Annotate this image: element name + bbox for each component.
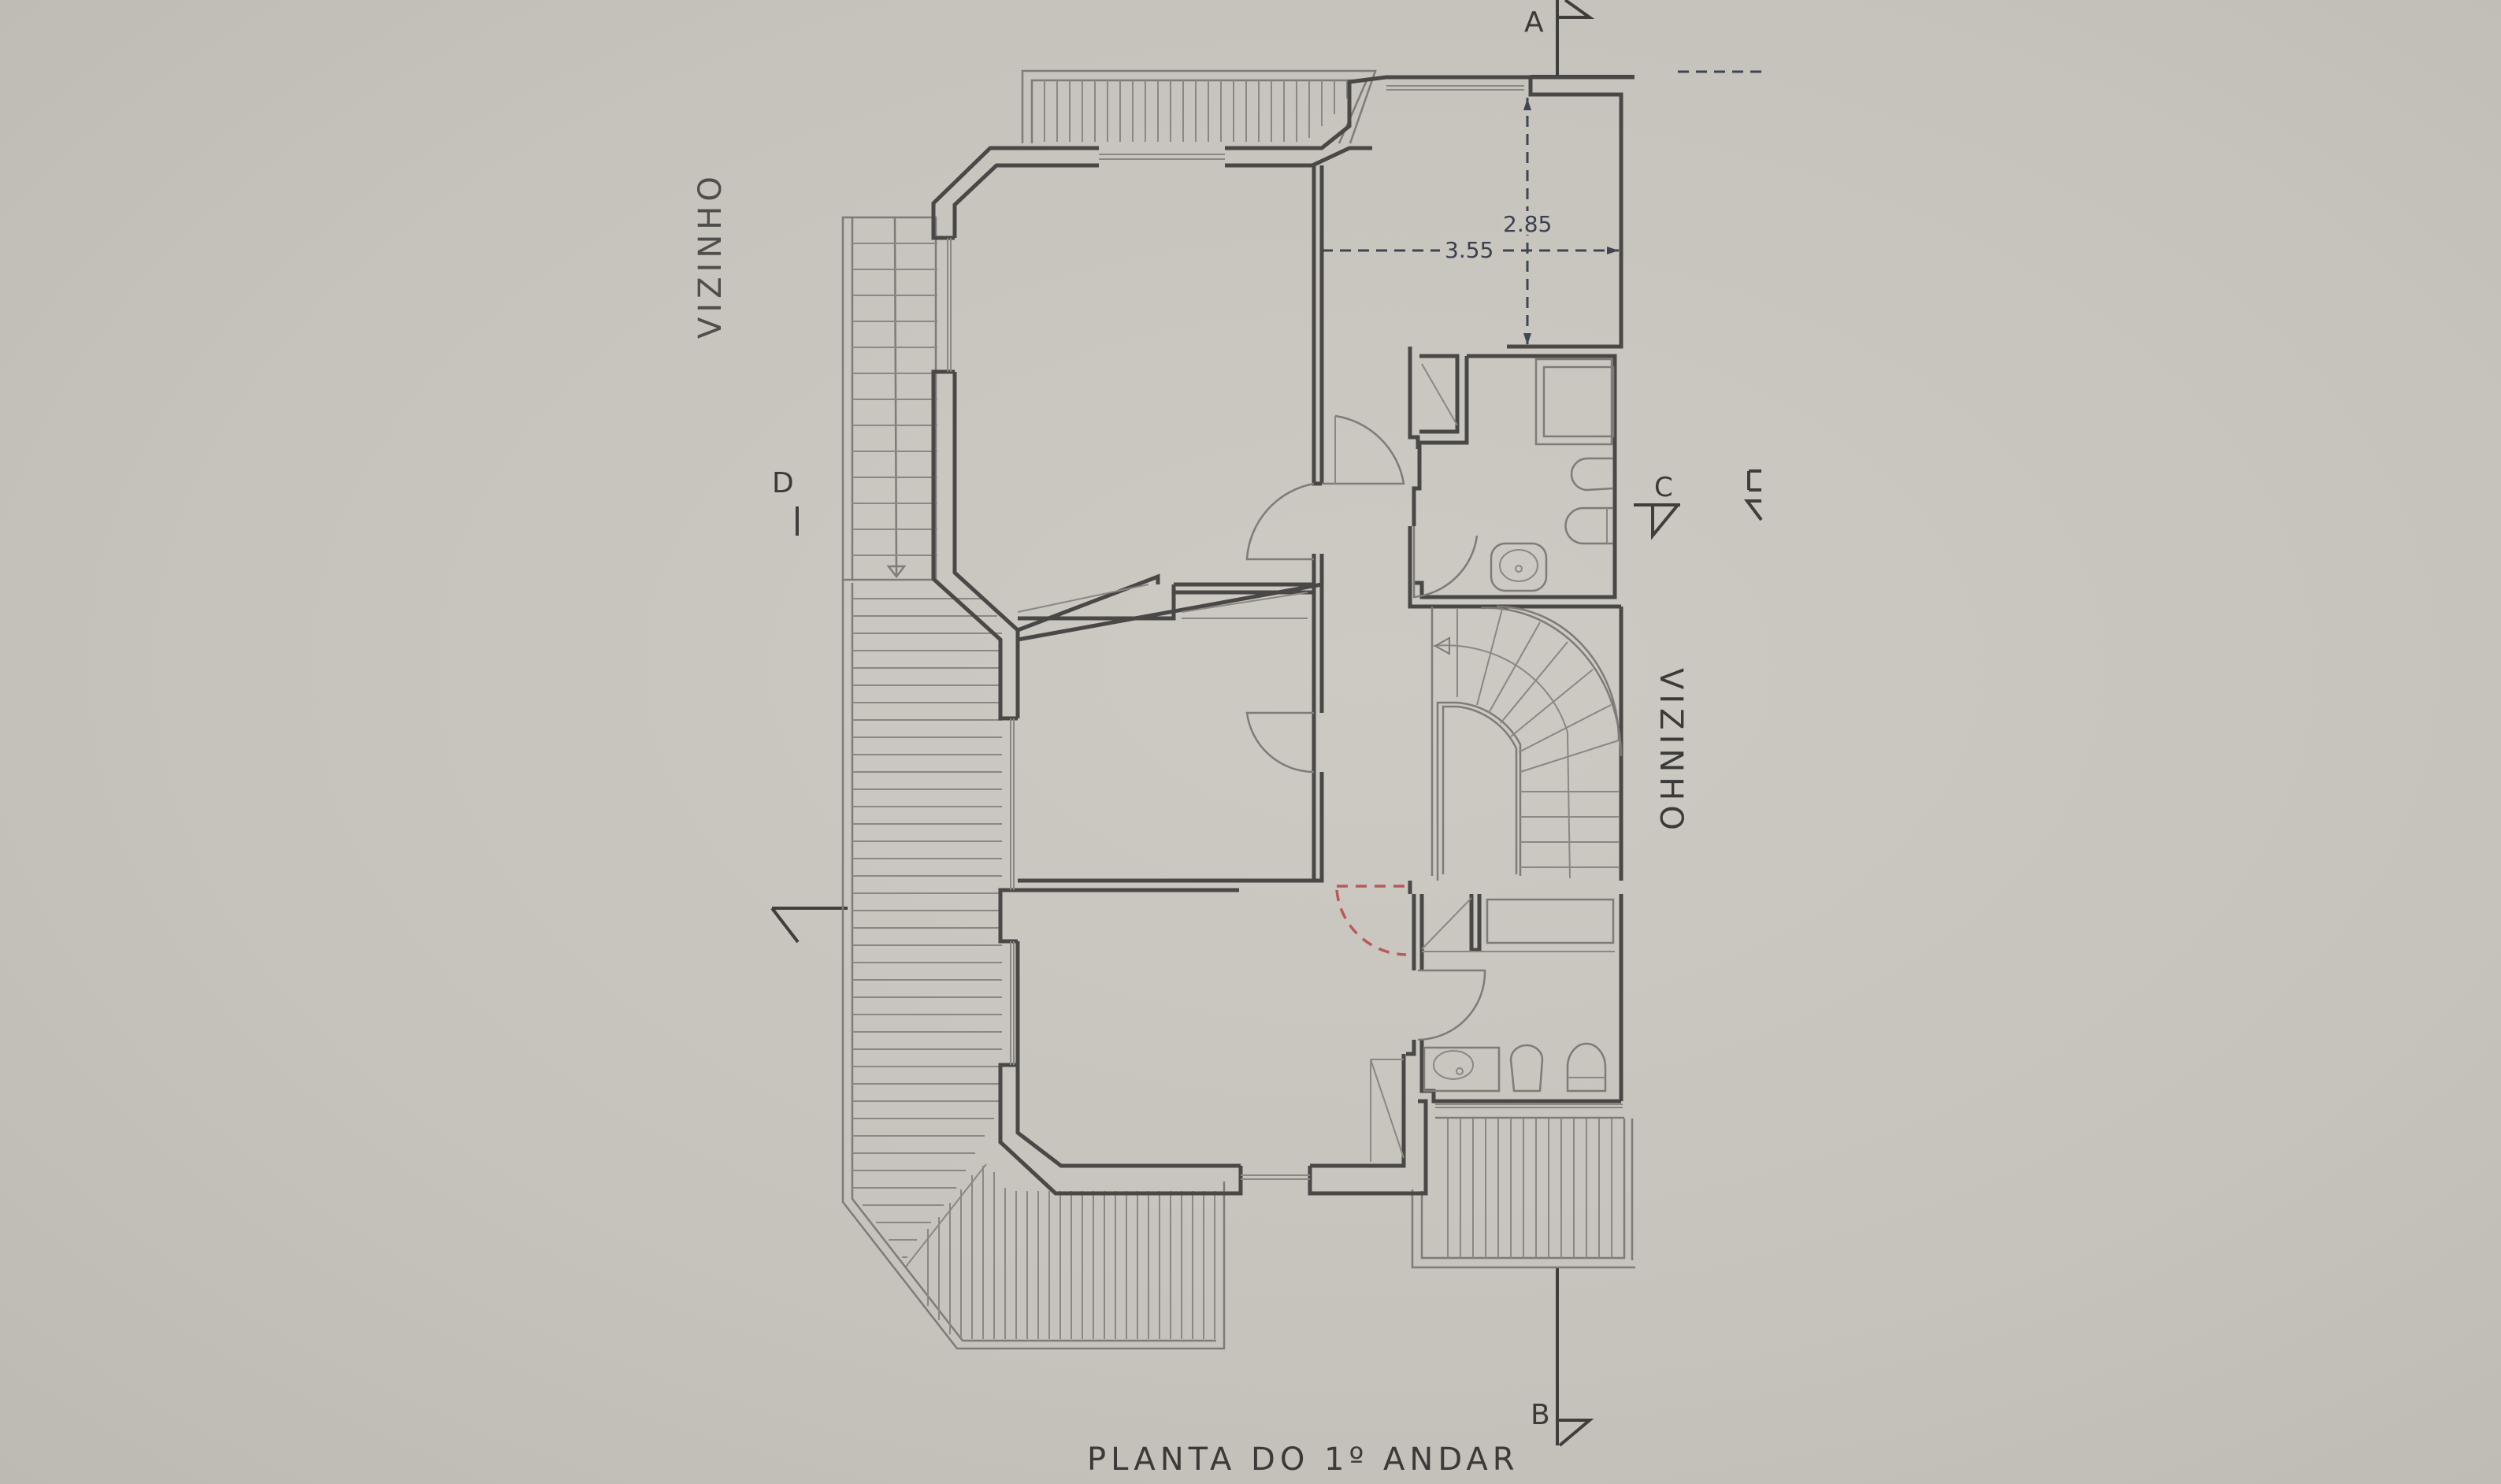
windows	[947, 85, 1524, 1180]
exterior-stair-left	[841, 216, 937, 581]
section-marker-a	[1531, 0, 1768, 78]
section-label-a: A	[1524, 6, 1544, 39]
bathroom-bottom-fixtures	[1422, 898, 1615, 1093]
section-marker-d-right	[1744, 469, 1763, 521]
neighbor-label-right: VIZINHO	[1653, 668, 1689, 835]
doors	[1245, 414, 1486, 1041]
drawing-title: PLANTA DO 1º ANDAR	[1087, 1441, 1520, 1478]
section-label-b: B	[1531, 1399, 1550, 1431]
proposed-door	[1335, 885, 1407, 956]
interior-walls	[1017, 165, 1623, 1104]
bathroom-top-fixtures	[1490, 358, 1615, 592]
closets	[1017, 363, 1472, 1162]
section-marker-b	[1556, 1268, 1594, 1447]
roof-left	[841, 580, 1226, 1350]
dimension-width: 3.55	[1445, 237, 1494, 263]
exterior-walls	[931, 75, 1635, 1196]
dimensions	[1322, 98, 1619, 345]
balcony-top	[1021, 69, 1377, 160]
section-marker-c	[1634, 503, 1680, 540]
balcony-bottom-right	[1411, 1104, 1635, 1269]
dimension-depth: 2.85	[1503, 211, 1552, 237]
spiral-staircase	[1430, 605, 1623, 881]
section-marker-d-lower	[770, 907, 848, 944]
neighbor-label-left: VIZINHO	[692, 172, 729, 339]
section-label-d: D	[772, 467, 794, 499]
section-label-c: C	[1654, 472, 1673, 503]
